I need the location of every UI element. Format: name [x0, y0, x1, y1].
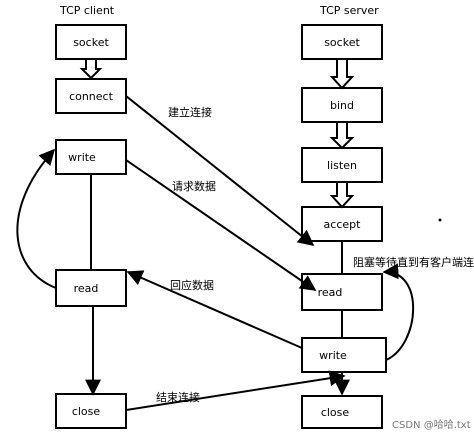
write-to-read-request-arrow: [125, 159, 317, 291]
server-bind-box: bind: [301, 87, 383, 123]
server-accept-box: accept: [301, 206, 383, 242]
annotation-request: 请求数据: [172, 179, 216, 193]
server-write-label: write: [319, 349, 347, 362]
client-connect-box: connect: [55, 78, 127, 114]
client-read-loop-to-write-arrow: [16, 148, 57, 289]
server-accept-label: accept: [324, 218, 362, 231]
server-socket-label: socket: [324, 36, 360, 49]
client-close-box: close: [55, 393, 127, 429]
server-bind-to-listen-arrow: [329, 121, 355, 150]
server-close-box: close: [301, 395, 383, 429]
client-write-label: write: [68, 151, 96, 164]
server-write-box: write: [301, 337, 387, 373]
client-write-box: write: [55, 139, 127, 175]
annotation-block: 阻塞等待直到有客户端连接: [353, 255, 474, 269]
client-title: TCP client: [59, 4, 115, 17]
server-write-loop-to-read-arrow: [382, 263, 415, 361]
server-socket-box: socket: [301, 24, 383, 60]
client-read-box: read: [55, 269, 127, 307]
server-socket-to-bind-arrow: [329, 58, 355, 90]
close-to-write-arrow: [125, 370, 346, 411]
write-to-read-response-arrow: [126, 270, 303, 349]
server-listen-label: listen: [327, 159, 357, 172]
server-title: TCP server: [319, 4, 379, 17]
watermark: CSDN @哈哈.txt: [392, 418, 471, 431]
connect-to-accept-arrow: [125, 95, 315, 246]
client-socket-box: socket: [55, 24, 127, 60]
client-close-label: close: [72, 405, 101, 418]
client-socket-to-connect-arrow: [79, 58, 103, 80]
server-listen-box: listen: [301, 147, 383, 183]
server-listen-to-accept-arrow: [329, 181, 355, 209]
server-read-box: read: [301, 273, 383, 311]
server-bind-label: bind: [330, 99, 354, 112]
server-close-label: close: [321, 406, 350, 419]
client-connect-label: connect: [69, 90, 114, 103]
stray-dot: [438, 218, 442, 222]
client-read-label: read: [74, 282, 99, 295]
server-read-label: read: [318, 286, 343, 299]
annotation-end: 结束连接: [156, 391, 200, 404]
client-socket-label: socket: [73, 36, 109, 49]
annotation-response: 回应数据: [170, 278, 214, 292]
annotation-connect: 建立连接: [168, 105, 212, 119]
